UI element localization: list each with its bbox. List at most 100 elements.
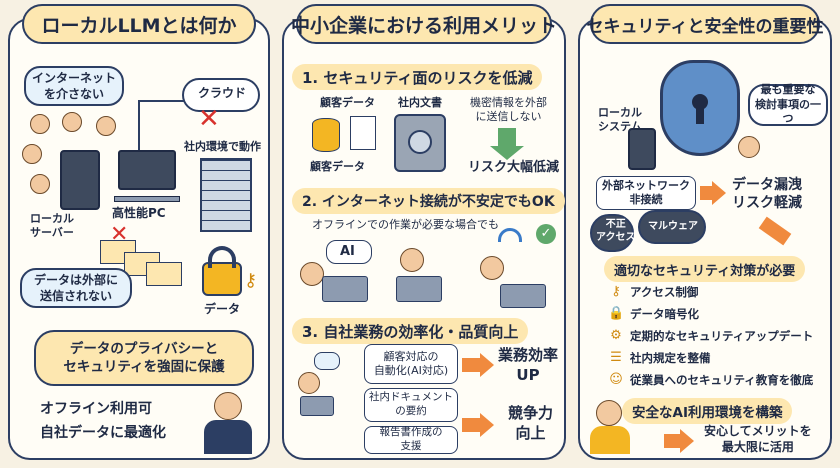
key-icon: ⚷	[611, 284, 621, 299]
document-icon	[350, 116, 376, 150]
laptop-icon	[396, 276, 442, 302]
keyboard-icon	[114, 196, 180, 202]
task-doc-summary: 社内ドキュメント の要約	[364, 388, 458, 422]
person-icon	[400, 248, 424, 272]
database-icon	[312, 118, 340, 152]
cross-icon: ✕	[110, 222, 129, 247]
woman-icon	[596, 400, 622, 426]
cross-icon: ✕	[198, 104, 220, 134]
cloud-label: クラウド	[198, 86, 247, 100]
person-icon	[480, 256, 504, 280]
wifi-icon	[498, 228, 522, 242]
key-icon: ⚷	[244, 270, 258, 291]
document-icon: ☰	[610, 350, 622, 365]
chat-bubble-icon	[314, 352, 340, 370]
arrow-right	[462, 418, 482, 432]
person-icon	[22, 144, 42, 164]
arrow-right-head	[680, 429, 694, 453]
internal-docs-label: 社内文書	[398, 96, 442, 109]
arrow-right	[664, 434, 682, 448]
person-icon	[30, 114, 50, 134]
measure-label: アクセス制御	[630, 285, 699, 299]
arrow-right	[700, 186, 714, 200]
task-report: 報告書作成の 支援	[364, 426, 458, 454]
build-env: 安全なAI利用環境を構築	[622, 398, 793, 424]
server-icon	[60, 150, 100, 210]
monitor-icon	[118, 150, 176, 190]
threat-cloud	[638, 210, 706, 244]
bubble-data-not-sent: データは外部に 送信されない	[20, 268, 132, 308]
section1-heading: 1. セキュリティ面のリスクを低減	[292, 64, 543, 90]
measure-item: ⚷ アクセス制御	[608, 284, 698, 300]
task-customer-support: 顧客対応の 自動化(AI対応)	[364, 344, 458, 384]
measure-item: 🔒データ暗号化	[608, 306, 699, 322]
laptop-icon	[300, 396, 334, 416]
result-competitive: 競争力 向上	[508, 404, 554, 442]
measure-label: 従業員へのセキュリティ教育を徹底	[630, 373, 814, 387]
bubble-no-internet: インターネット を介さない	[24, 66, 124, 106]
server-icon	[628, 128, 656, 170]
bubble-most-important: 最も重要な 検討事項の一つ	[748, 83, 828, 126]
threat-cloud	[590, 214, 634, 252]
intranet-label: 社内環境で動作	[184, 140, 261, 153]
person-icon	[96, 116, 116, 136]
down-arrowhead	[490, 146, 524, 160]
keyhole-slot	[696, 106, 704, 124]
email-icon	[146, 262, 182, 286]
people-icon: ☺	[609, 372, 623, 387]
offline-line1: オフライン利用可	[40, 401, 152, 417]
person-icon	[300, 262, 324, 286]
ai-label: AI	[340, 244, 355, 259]
section2-heading: 2. インターネット接続が不安定でもOK	[292, 188, 565, 214]
measure-label: 定期的なセキュリティアップデート	[630, 329, 814, 343]
businessman-body	[204, 420, 252, 454]
panel2-title: 中小企業における利用メリット	[291, 4, 557, 44]
check-icon: ✓	[536, 224, 556, 244]
measure-item: ☺ 従業員へのセキュリティ教育を徹底	[608, 372, 813, 388]
data-label: データ	[204, 302, 241, 316]
padlock-shackle	[208, 246, 236, 268]
businessman-icon	[214, 392, 242, 420]
offline-note: オフラインでの作業が必要な場合でも	[312, 218, 499, 231]
gear-icon: ⚙	[610, 328, 622, 343]
panel3-title: セキュリティと安全性の重要性	[587, 4, 824, 44]
panel1-title: ローカルLLMとは何か	[22, 4, 256, 44]
privacy-bubble: データのプライバシーと セキュリティを強固に保護	[34, 330, 254, 386]
measure-item: ☰ 社内規定を整備	[608, 350, 711, 366]
section3-heading: 3. 自社業務の効率化・品質向上	[292, 318, 529, 344]
customer-data-bottom: 顧客データ	[310, 160, 365, 173]
arrow-right-head	[480, 413, 494, 437]
laptop-icon	[322, 276, 368, 302]
unauthorized-access: 不正 アクセス	[596, 219, 636, 243]
lock-icon: 🔒	[608, 306, 625, 321]
offline-line2: 自社データに最適化	[40, 425, 166, 441]
worker-icon	[298, 372, 320, 394]
laptop-icon	[500, 284, 546, 308]
person-icon	[62, 112, 82, 132]
measure-item: ⚙ 定期的なセキュリティアップデート	[608, 328, 813, 344]
person-icon	[738, 136, 760, 158]
malware-label: マルウェア	[648, 221, 698, 232]
risk-reduced: リスク大幅低減	[468, 160, 560, 175]
woman-body	[590, 426, 630, 454]
arrow-right	[462, 358, 482, 372]
building-icon	[200, 158, 252, 232]
final-message: 安心してメリットを 最大限に活用	[704, 424, 812, 454]
pc-label: 高性能PC	[112, 206, 166, 220]
cloud-icon	[182, 78, 260, 112]
ai-chat-bubble	[326, 240, 372, 264]
confidential-label: 機密情報を外部 に送信しない	[470, 96, 547, 124]
down-arrow-icon	[498, 128, 516, 146]
arrow-right-head	[712, 181, 726, 205]
server-label: ローカル サーバー	[30, 212, 74, 240]
connector-line	[138, 100, 184, 102]
external-net-disconnected: 外部ネットワーク 非接続	[596, 176, 696, 210]
arrow-right-head	[480, 353, 494, 377]
person-icon	[30, 174, 50, 194]
customer-data-top: 顧客データ	[320, 96, 375, 109]
safe-dial	[408, 130, 432, 154]
measure-label: 社内規定を整備	[630, 351, 711, 365]
connector-line	[138, 100, 140, 150]
leak-reduced: データ漏洩 リスク軽減	[732, 177, 802, 212]
measures-title: 適切なセキュリティ対策が必要	[604, 256, 806, 282]
